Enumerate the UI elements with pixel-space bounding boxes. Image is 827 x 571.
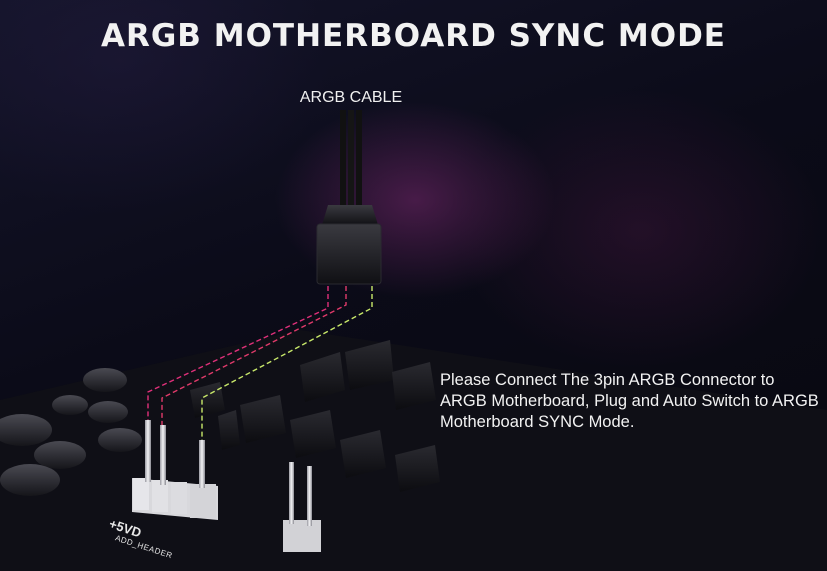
argb-header <box>132 420 218 520</box>
wire-5v <box>147 286 329 420</box>
argb-cable-label: ARGB CABLE <box>299 89 403 106</box>
page-title: ARGB MOTHERBOARD SYNC MODE <box>101 18 726 54</box>
wire-data <box>161 286 347 425</box>
second-header <box>283 462 321 552</box>
argb-connector <box>316 223 382 285</box>
header-pin-ground <box>199 440 205 488</box>
heatsink-blocks <box>190 340 440 492</box>
header-pin-5v <box>145 420 151 482</box>
argb-connector-top <box>322 205 378 225</box>
wire-ground <box>201 286 373 440</box>
header-pin-data <box>160 425 166 485</box>
instruction-text: Please Connect The 3pin ARGB Connector t… <box>440 371 819 431</box>
argb-cable <box>316 110 382 285</box>
capacitors <box>0 368 142 496</box>
connection-wires <box>147 286 373 440</box>
